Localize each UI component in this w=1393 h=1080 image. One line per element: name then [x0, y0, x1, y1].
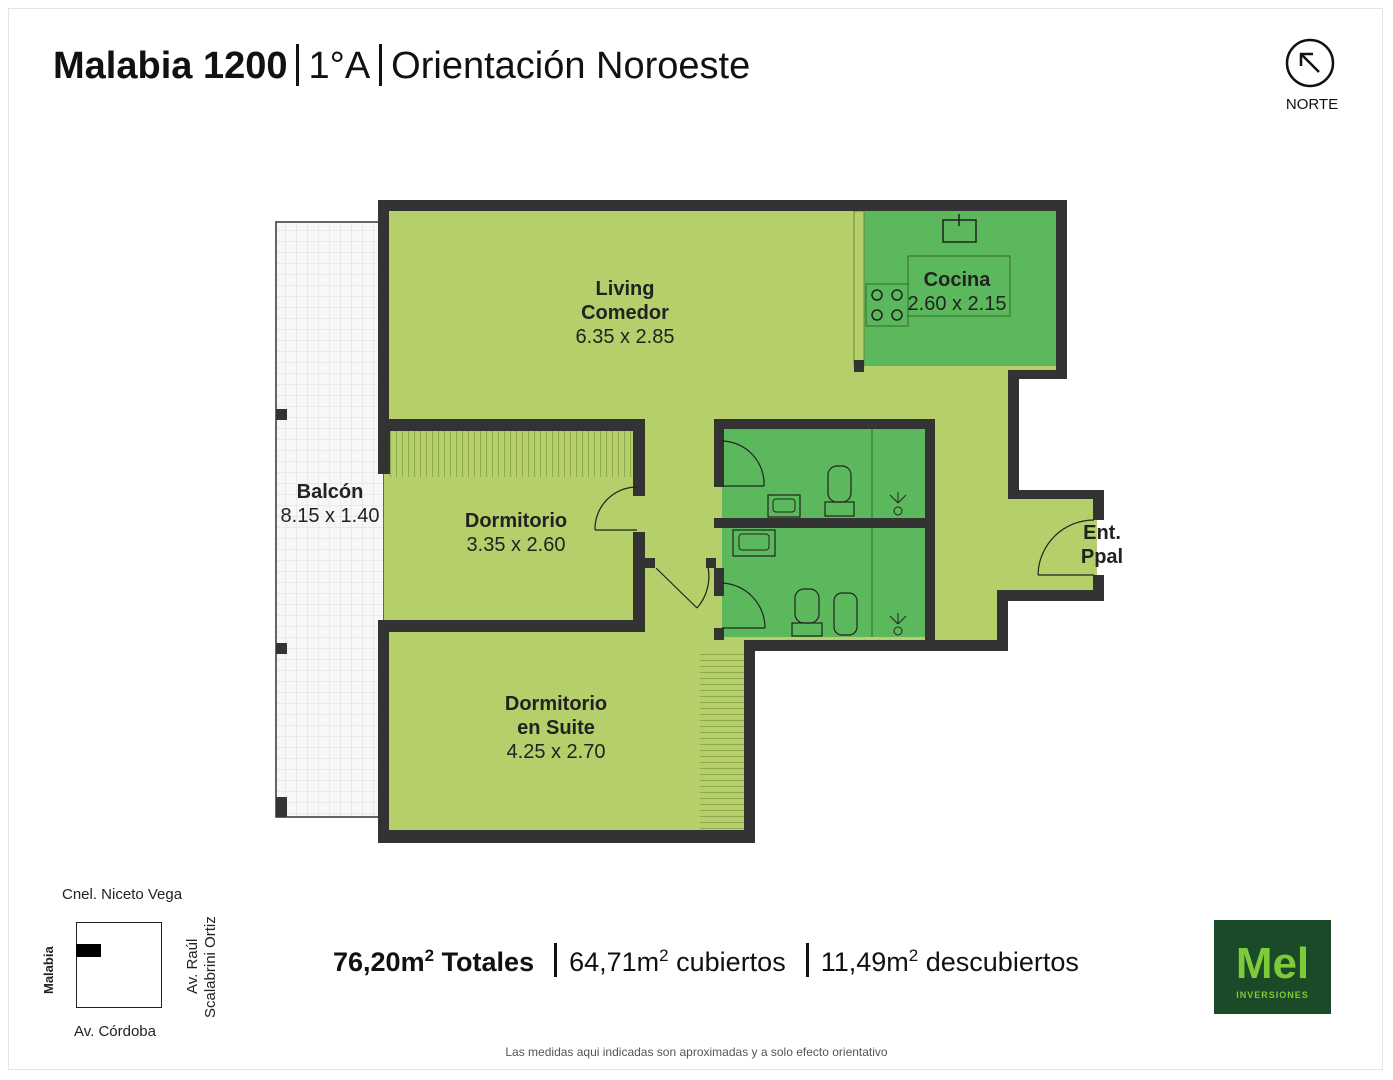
- uncovered-area-value: 11,49m: [820, 947, 909, 977]
- room-dimensions: 2.60 x 2.15: [907, 293, 1007, 315]
- room-name: Balcón: [296, 481, 364, 503]
- area-exponent: 2: [908, 946, 919, 965]
- unit-number: 1°A: [308, 45, 371, 87]
- room-dimensions: 4.25 x 2.70: [506, 741, 606, 763]
- stove-burner: [871, 289, 883, 301]
- shower-drain: [893, 626, 903, 636]
- room-name: Dormitorio: [504, 693, 608, 715]
- kitchen-floor: [864, 211, 1057, 366]
- brand-logo: Mel INVERSIONES: [1214, 920, 1331, 1014]
- north-label: NORTE: [1285, 96, 1339, 113]
- room-dimensions: 3.35 x 2.60: [466, 534, 566, 556]
- bidet-icon: [833, 592, 858, 636]
- room-name: Ent.: [1083, 522, 1121, 544]
- room-name: Cocina: [923, 269, 991, 291]
- covered-area-value: 64,71m: [569, 947, 660, 977]
- location-map-block: [76, 922, 162, 1008]
- total-area-value: 76,20m: [333, 947, 425, 977]
- shower-icon: [889, 492, 907, 504]
- shower-drain: [893, 506, 903, 516]
- room-dimensions: 6.35 x 2.85: [575, 326, 675, 348]
- stove-burner: [891, 289, 903, 301]
- shower-icon: [889, 613, 907, 625]
- room-bedroom-label: Dormitorio 3.35 x 2.60: [440, 509, 592, 557]
- north-arrow-icon: [1285, 38, 1335, 88]
- room-balcony-label: Balcón 8.15 x 1.40: [268, 480, 392, 528]
- building-name: Malabia 1200: [53, 45, 288, 87]
- kitchen-counter-edge: [853, 210, 865, 367]
- title-separator: [296, 44, 300, 86]
- balcony-floor: [275, 221, 385, 818]
- room-name: Comedor: [581, 302, 669, 324]
- orientation-text: Orientación Noroeste: [391, 45, 751, 87]
- uncovered-area-label: descubiertos: [925, 947, 1079, 977]
- door-swings: [594, 440, 1095, 629]
- stove-burner: [891, 309, 903, 321]
- room-name: Living: [595, 278, 655, 300]
- room-name: Ppal: [1080, 546, 1124, 568]
- street-bottom: Av. Córdoba: [74, 1023, 156, 1040]
- balcony-post: [276, 797, 287, 817]
- page-frame: [8, 8, 1383, 1070]
- bathroom-2-floor: [722, 527, 927, 637]
- bedroom-closet: [389, 431, 635, 477]
- room-dimensions: 8.15 x 1.40: [280, 505, 380, 527]
- room-name: Dormitorio: [464, 510, 568, 532]
- room-suite-label: Dormitorio en Suite 4.25 x 2.70: [480, 692, 632, 764]
- disclaimer-text: Las medidas aqui indicadas son aproximad…: [505, 1045, 888, 1059]
- street-right-line2: Scalabrini Ortiz: [202, 916, 219, 1018]
- page-title: Malabia 1200 1°A Orientación Noroeste: [53, 44, 750, 88]
- walls: [378, 200, 1104, 843]
- total-area-label: Totales: [441, 947, 535, 977]
- area-exponent: 2: [659, 946, 669, 965]
- balcony-post: [276, 409, 287, 420]
- washbasin-bowl: [772, 498, 796, 513]
- washbasin-bowl: [738, 533, 770, 551]
- washbasin-icon: [732, 529, 776, 557]
- suite-closet: [700, 651, 745, 830]
- title-separator: [379, 44, 383, 86]
- room-name: en Suite: [517, 717, 595, 739]
- street-top: Cnel. Niceto Vega: [62, 886, 183, 903]
- stove-icon: [865, 283, 909, 327]
- room-kitchen-label: Cocina 2.60 x 2.15: [895, 268, 1019, 316]
- room-living-label: Living Comedor 6.35 x 2.85: [555, 277, 695, 349]
- logo-brand: Mel: [1235, 939, 1310, 988]
- washbasin-icon: [767, 494, 801, 518]
- main-entrance-label: Ent. Ppal: [1070, 521, 1134, 569]
- area-separator: [805, 943, 809, 977]
- toilet-tank: [791, 622, 823, 637]
- balcony-post: [276, 643, 287, 654]
- stove-burner: [871, 309, 883, 321]
- logo-tagline: INVERSIONES: [1236, 990, 1309, 1000]
- covered-area-label: cubiertos: [676, 947, 786, 977]
- area-separator: [554, 943, 558, 977]
- area-exponent: 2: [424, 946, 435, 965]
- location-map-unit: [76, 944, 101, 957]
- toilet-tank: [824, 501, 855, 517]
- street-left: Malabia: [41, 946, 56, 994]
- street-right-line1: Av. Raúl: [184, 938, 201, 994]
